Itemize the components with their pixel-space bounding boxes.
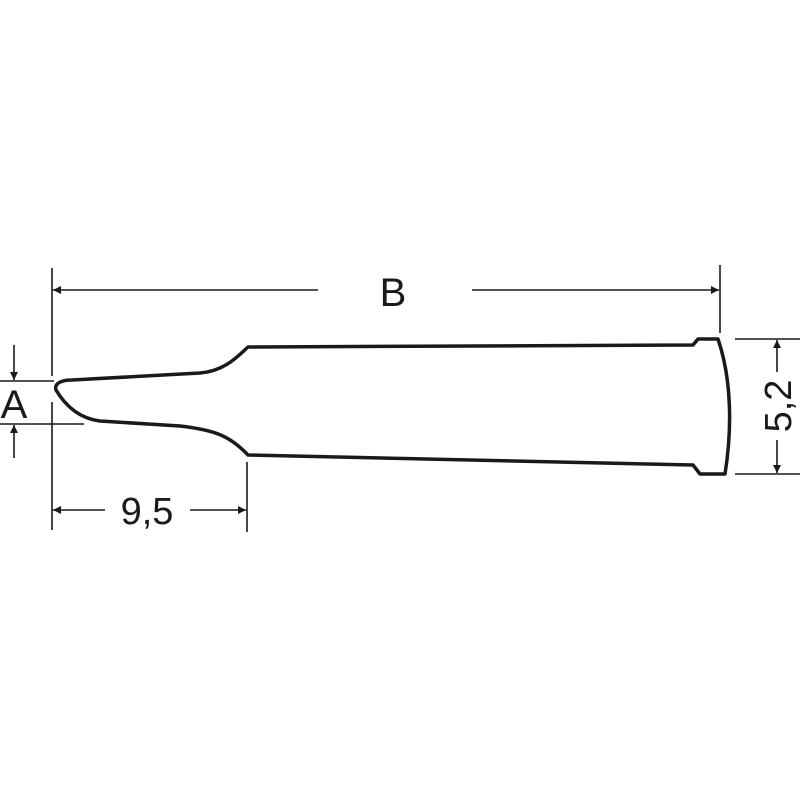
label-b: B — [380, 271, 407, 315]
label-a: A — [1, 383, 28, 427]
label-taper-length: 9,5 — [121, 491, 174, 533]
label-shank-diameter: 5,2 — [758, 380, 800, 433]
tip-outline — [53, 337, 732, 476]
